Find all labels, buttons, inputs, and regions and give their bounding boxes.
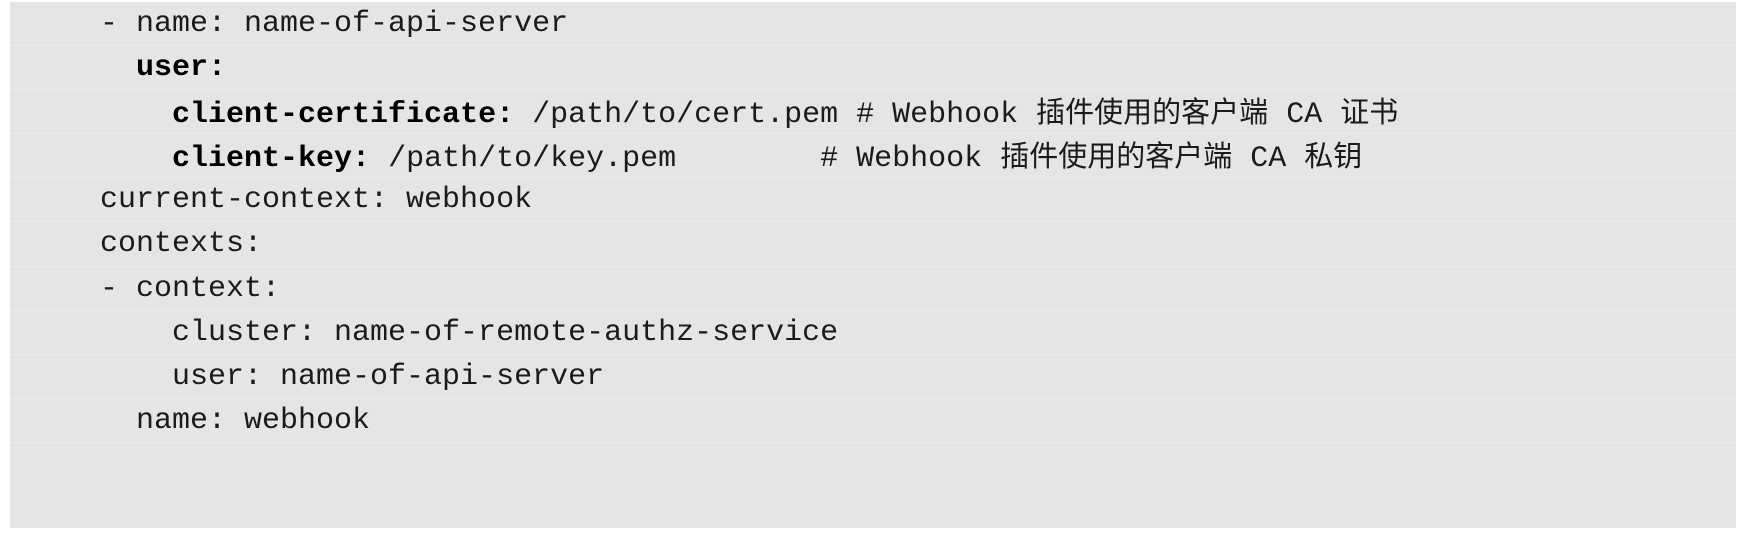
line-cluster: cluster: name-of-remote-authz-service [10,311,1736,355]
yaml-key: client-key: [172,142,371,177]
code-text [100,98,172,132]
code-text: contexts: [100,227,263,262]
yaml-comment: CA [1268,98,1341,133]
yaml-comment: Webhook [892,98,1037,133]
code-text: /path/to/cert.pem # [514,98,893,133]
code-text: current-context: webhook [100,183,533,218]
code-text: cluster: name-of-remote-authz-service [100,315,839,350]
line-name-webhook: name: webhook [10,399,1736,443]
code-text [100,51,136,85]
code-lines-container: - name: name-of-api-server user: client-… [10,2,1736,443]
code-text: /path/to/key.pem # [370,142,857,177]
line-client-certificate: client-certificate: /path/to/cert.pem # … [10,90,1736,134]
yaml-key: client-certificate: [172,98,515,133]
code-text: - name: name-of-api-server [100,7,569,41]
line-client-key: client-key: /path/to/key.pem # Webhook 插… [10,134,1736,178]
code-text [100,142,172,176]
code-text: user: name-of-api-server [100,359,605,394]
code-text: - context: [100,271,281,306]
yaml-code-block[interactable]: - name: name-of-api-server user: client-… [10,2,1736,528]
code-text: name: webhook [100,403,371,438]
line-contexts: contexts: [10,222,1736,266]
yaml-comment-cjk: 证书 [1340,95,1399,130]
yaml-key: user: [136,51,227,86]
line-user-ref: user: name-of-api-server [10,355,1736,399]
yaml-comment-cjk: 插件使用的客户端 [1000,139,1233,174]
yaml-comment: Webhook [856,142,1001,177]
line-context-item: - context: [10,267,1736,311]
line-current-context: current-context: webhook [10,178,1736,222]
line-name-api-server: - name: name-of-api-server [10,2,1736,46]
line-user: user: [10,46,1736,90]
yaml-comment: CA [1232,142,1305,177]
yaml-comment-cjk: 插件使用的客户端 [1036,95,1269,130]
yaml-comment-cjk: 私钥 [1304,139,1363,174]
